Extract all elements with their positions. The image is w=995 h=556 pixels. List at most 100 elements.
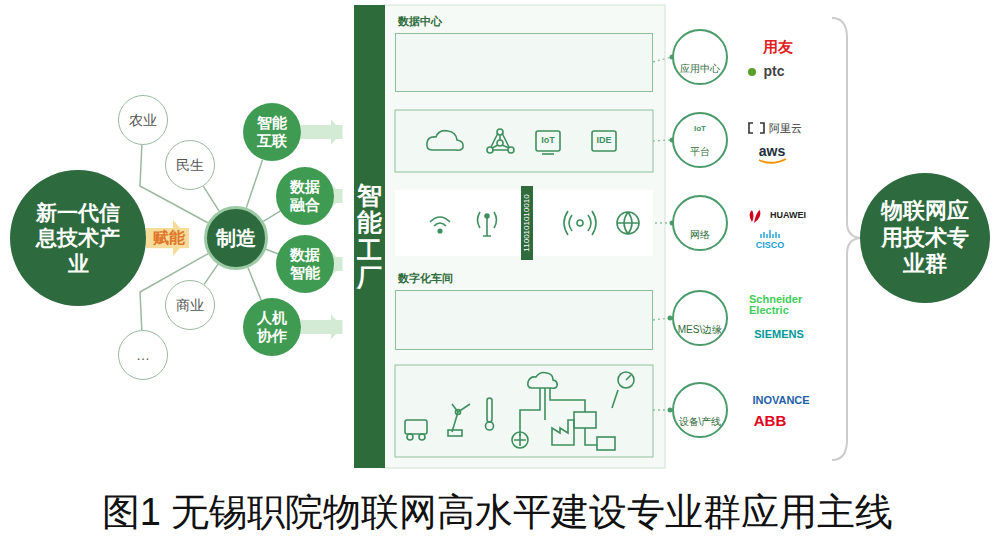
- factory-panel-part: [395, 110, 653, 172]
- icon-text: IoT: [694, 125, 706, 134]
- node-text: MES\边缘: [678, 324, 722, 336]
- section-row: 数据中心: [395, 33, 653, 92]
- layer-circle: 平台: [672, 112, 728, 168]
- cluster-circle: 物联网应用技术专业群: [860, 173, 990, 303]
- capability-circle: 人机协作: [243, 298, 301, 356]
- row-icons-part: [552, 420, 574, 445]
- node-text: 数据中心: [398, 15, 442, 28]
- row-icons-part: [536, 131, 560, 151]
- capability-circle: 数据智能: [276, 235, 334, 293]
- vendor-logo-marks-part: [759, 159, 786, 163]
- row-icons-part: [574, 412, 596, 428]
- vendor-logo: Schneider Electric: [749, 294, 813, 316]
- leader-lines-part: [653, 318, 670, 320]
- row-icons-part: [597, 437, 615, 450]
- connector: [301, 320, 343, 334]
- vendor-logo: aws: [759, 144, 785, 159]
- node-text: 制造: [216, 226, 256, 250]
- node-text: 智能互联: [256, 114, 288, 150]
- node-text: 设备\产线: [679, 416, 722, 428]
- vendor-logo-marks-part: [749, 123, 764, 133]
- connector: [301, 125, 343, 139]
- leader-lines-part: [655, 222, 672, 223]
- factory-bar: 智能工厂: [354, 5, 385, 468]
- row-icons-part: [456, 410, 461, 415]
- row-icons-part: [585, 428, 597, 445]
- layer-circle: 设备\产线: [672, 382, 728, 438]
- factory-panel-part: [383, 5, 665, 468]
- row-icons-part: [407, 434, 413, 440]
- row-icons-part: [438, 229, 442, 233]
- row-icons-part: [452, 404, 470, 432]
- row-icons-part: [487, 398, 492, 422]
- binary-text: 1100101010010: [523, 194, 532, 251]
- row-icons-part: [427, 131, 463, 151]
- vendor-logo: CISCO: [756, 241, 785, 251]
- row-icons-part: [448, 430, 462, 436]
- row-icons-part: [485, 214, 489, 218]
- row-icons-part: [419, 434, 425, 440]
- row-icons-part: [514, 434, 526, 446]
- edge-label: 赋能: [152, 228, 186, 248]
- icon-text: IoT: [541, 136, 555, 146]
- row-icons-part: [592, 131, 616, 151]
- domain-circle: 民生: [165, 140, 215, 190]
- row-icons-part: [491, 133, 509, 150]
- domain-circle: …: [118, 330, 168, 380]
- factory-panel-part: [395, 365, 653, 457]
- node-text: 数据智能: [289, 246, 321, 282]
- node-text: 人机协作: [256, 309, 288, 345]
- node-text: …: [136, 347, 150, 364]
- layer-circle: 应用中心: [672, 29, 728, 85]
- connector: [204, 264, 218, 284]
- node-text: 应用中心: [680, 63, 720, 75]
- node-text: 平台: [690, 146, 710, 158]
- node-text: 新一代信息技术产业: [34, 200, 122, 276]
- row-icons-part: [478, 212, 497, 236]
- caption: 图1 无锡职院物联网高水平建设专业群应用主线: [0, 492, 995, 534]
- capability-circle: 智能互联: [243, 103, 301, 161]
- leader-lines: [653, 57, 672, 410]
- row-icons-part: [618, 372, 634, 388]
- connector: [248, 268, 261, 300]
- connector: [334, 257, 343, 271]
- node-text: 数据融合: [289, 178, 321, 214]
- section-row: 数字化车间: [395, 290, 653, 350]
- vendor-logo: ABB: [754, 413, 787, 430]
- row-icons-part: [528, 373, 557, 389]
- vendor-logo: 用友: [763, 39, 793, 56]
- vendor-logo: SIEMENS: [754, 328, 804, 340]
- node-text: 网络: [690, 229, 710, 241]
- row-icons-part: [486, 422, 494, 430]
- row-icons-part: [617, 212, 639, 234]
- icon-text: IDE: [596, 136, 611, 146]
- row-icons-part: [612, 390, 618, 408]
- vendor-logo: INOVANCE: [752, 394, 809, 406]
- row-icons-part: [405, 420, 427, 434]
- row-icons-part: [577, 220, 583, 226]
- hub-circle: 制造: [204, 206, 268, 270]
- factory-panel: [383, 5, 665, 468]
- leader-lines-part: [653, 140, 672, 141]
- node-text: 物联网应用技术专业群: [879, 198, 971, 277]
- node-text: 智能工厂: [357, 182, 382, 292]
- capability-circle: 数据融合: [276, 167, 334, 225]
- connector: [246, 159, 262, 207]
- domain-circle: 商业: [165, 280, 215, 330]
- vendor-logo: 阿里云: [769, 122, 802, 134]
- vendor-logo-marks-part: [748, 68, 756, 76]
- row-icons-part: [430, 217, 450, 226]
- factory-panel-part: [395, 190, 653, 256]
- row-icons-part: [564, 211, 596, 235]
- node-text: 农业: [129, 112, 157, 129]
- row-icons-part: [512, 432, 528, 448]
- node-text: 民生: [176, 157, 204, 174]
- domain-circle: 农业: [118, 95, 168, 145]
- binary-bar: [521, 186, 533, 260]
- connector: [266, 249, 278, 253]
- connector: [263, 211, 280, 221]
- vendor-logo: HUAWEI: [770, 211, 806, 221]
- leader-lines-part: [653, 409, 670, 410]
- node-text: 数字化车间: [398, 272, 453, 285]
